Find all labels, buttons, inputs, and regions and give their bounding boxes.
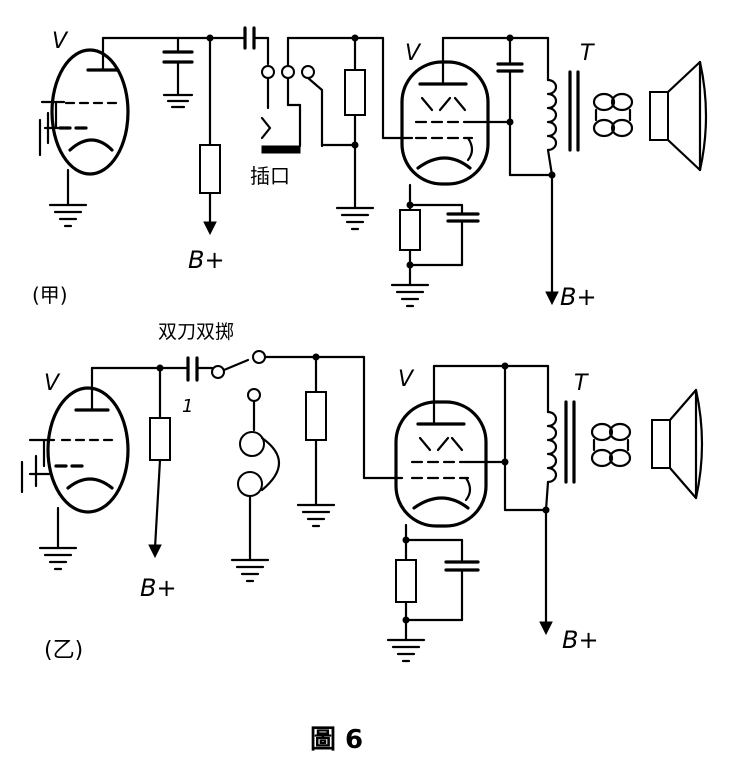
ground-a1 [48, 203, 88, 228]
resistor-b2 [305, 391, 327, 441]
label-one: 1 [182, 396, 193, 417]
ground-b2 [230, 558, 270, 583]
label-panel-b: (乙) [44, 638, 83, 663]
resistor-a2 [344, 69, 366, 116]
label-v-a1: V [52, 29, 69, 54]
tube-2-b [394, 364, 507, 528]
resistor-a1 [199, 144, 221, 194]
label-bplus-a1: B+ [188, 246, 225, 274]
resistor-a3 [399, 209, 421, 251]
coupling-capacitor-b [186, 356, 214, 382]
tube-1-b [20, 366, 130, 550]
tube-1-a [38, 36, 130, 207]
label-v-b1: V [44, 371, 61, 396]
output-transformer-b [544, 364, 632, 512]
cathode-capacitor-a [446, 203, 480, 267]
arrow-b1 [148, 544, 162, 559]
tube-2-a [400, 60, 512, 186]
label-bplus-b2: B+ [562, 626, 599, 654]
ground-b4 [386, 638, 426, 663]
ground-b3 [296, 503, 336, 528]
ground-b1 [38, 546, 78, 571]
ground-a3 [390, 283, 430, 308]
figure-caption: 圖 6 [310, 725, 363, 755]
label-t-b: T [574, 371, 589, 396]
coupling-capacitor-a [243, 26, 270, 66]
arrow-a1 [203, 221, 217, 236]
label-bplus-a2: B+ [560, 283, 597, 311]
label-panel-a: (甲) [32, 283, 68, 307]
headphone-b [237, 431, 280, 562]
label-bplus-b1: B+ [140, 574, 177, 602]
arrow-a2 [545, 291, 559, 306]
resistor-b3 [395, 559, 417, 603]
loudspeaker-a [649, 60, 708, 172]
label-v-a2: V [405, 41, 422, 66]
output-transformer-a [546, 36, 634, 177]
label-v-b2: V [398, 367, 415, 392]
arrow-b2 [539, 621, 553, 636]
loudspeaker-b [651, 388, 704, 500]
panel-b: V V T 1 双刀双掷 B+ B+ (乙) [20, 321, 704, 663]
jack-a [260, 36, 385, 154]
panel-a: V V T B+ B+ 插口 (甲) [32, 26, 708, 311]
dpdt-switch-b [211, 350, 366, 432]
label-t-a: T [580, 41, 595, 66]
cathode-capacitor-b [444, 538, 480, 622]
resistor-b1 [149, 417, 171, 461]
ground-a2 [335, 206, 375, 231]
label-jack: 插口 [250, 164, 290, 188]
bypass-capacitor-a [162, 36, 194, 109]
label-switch: 双刀双掷 [158, 321, 234, 343]
